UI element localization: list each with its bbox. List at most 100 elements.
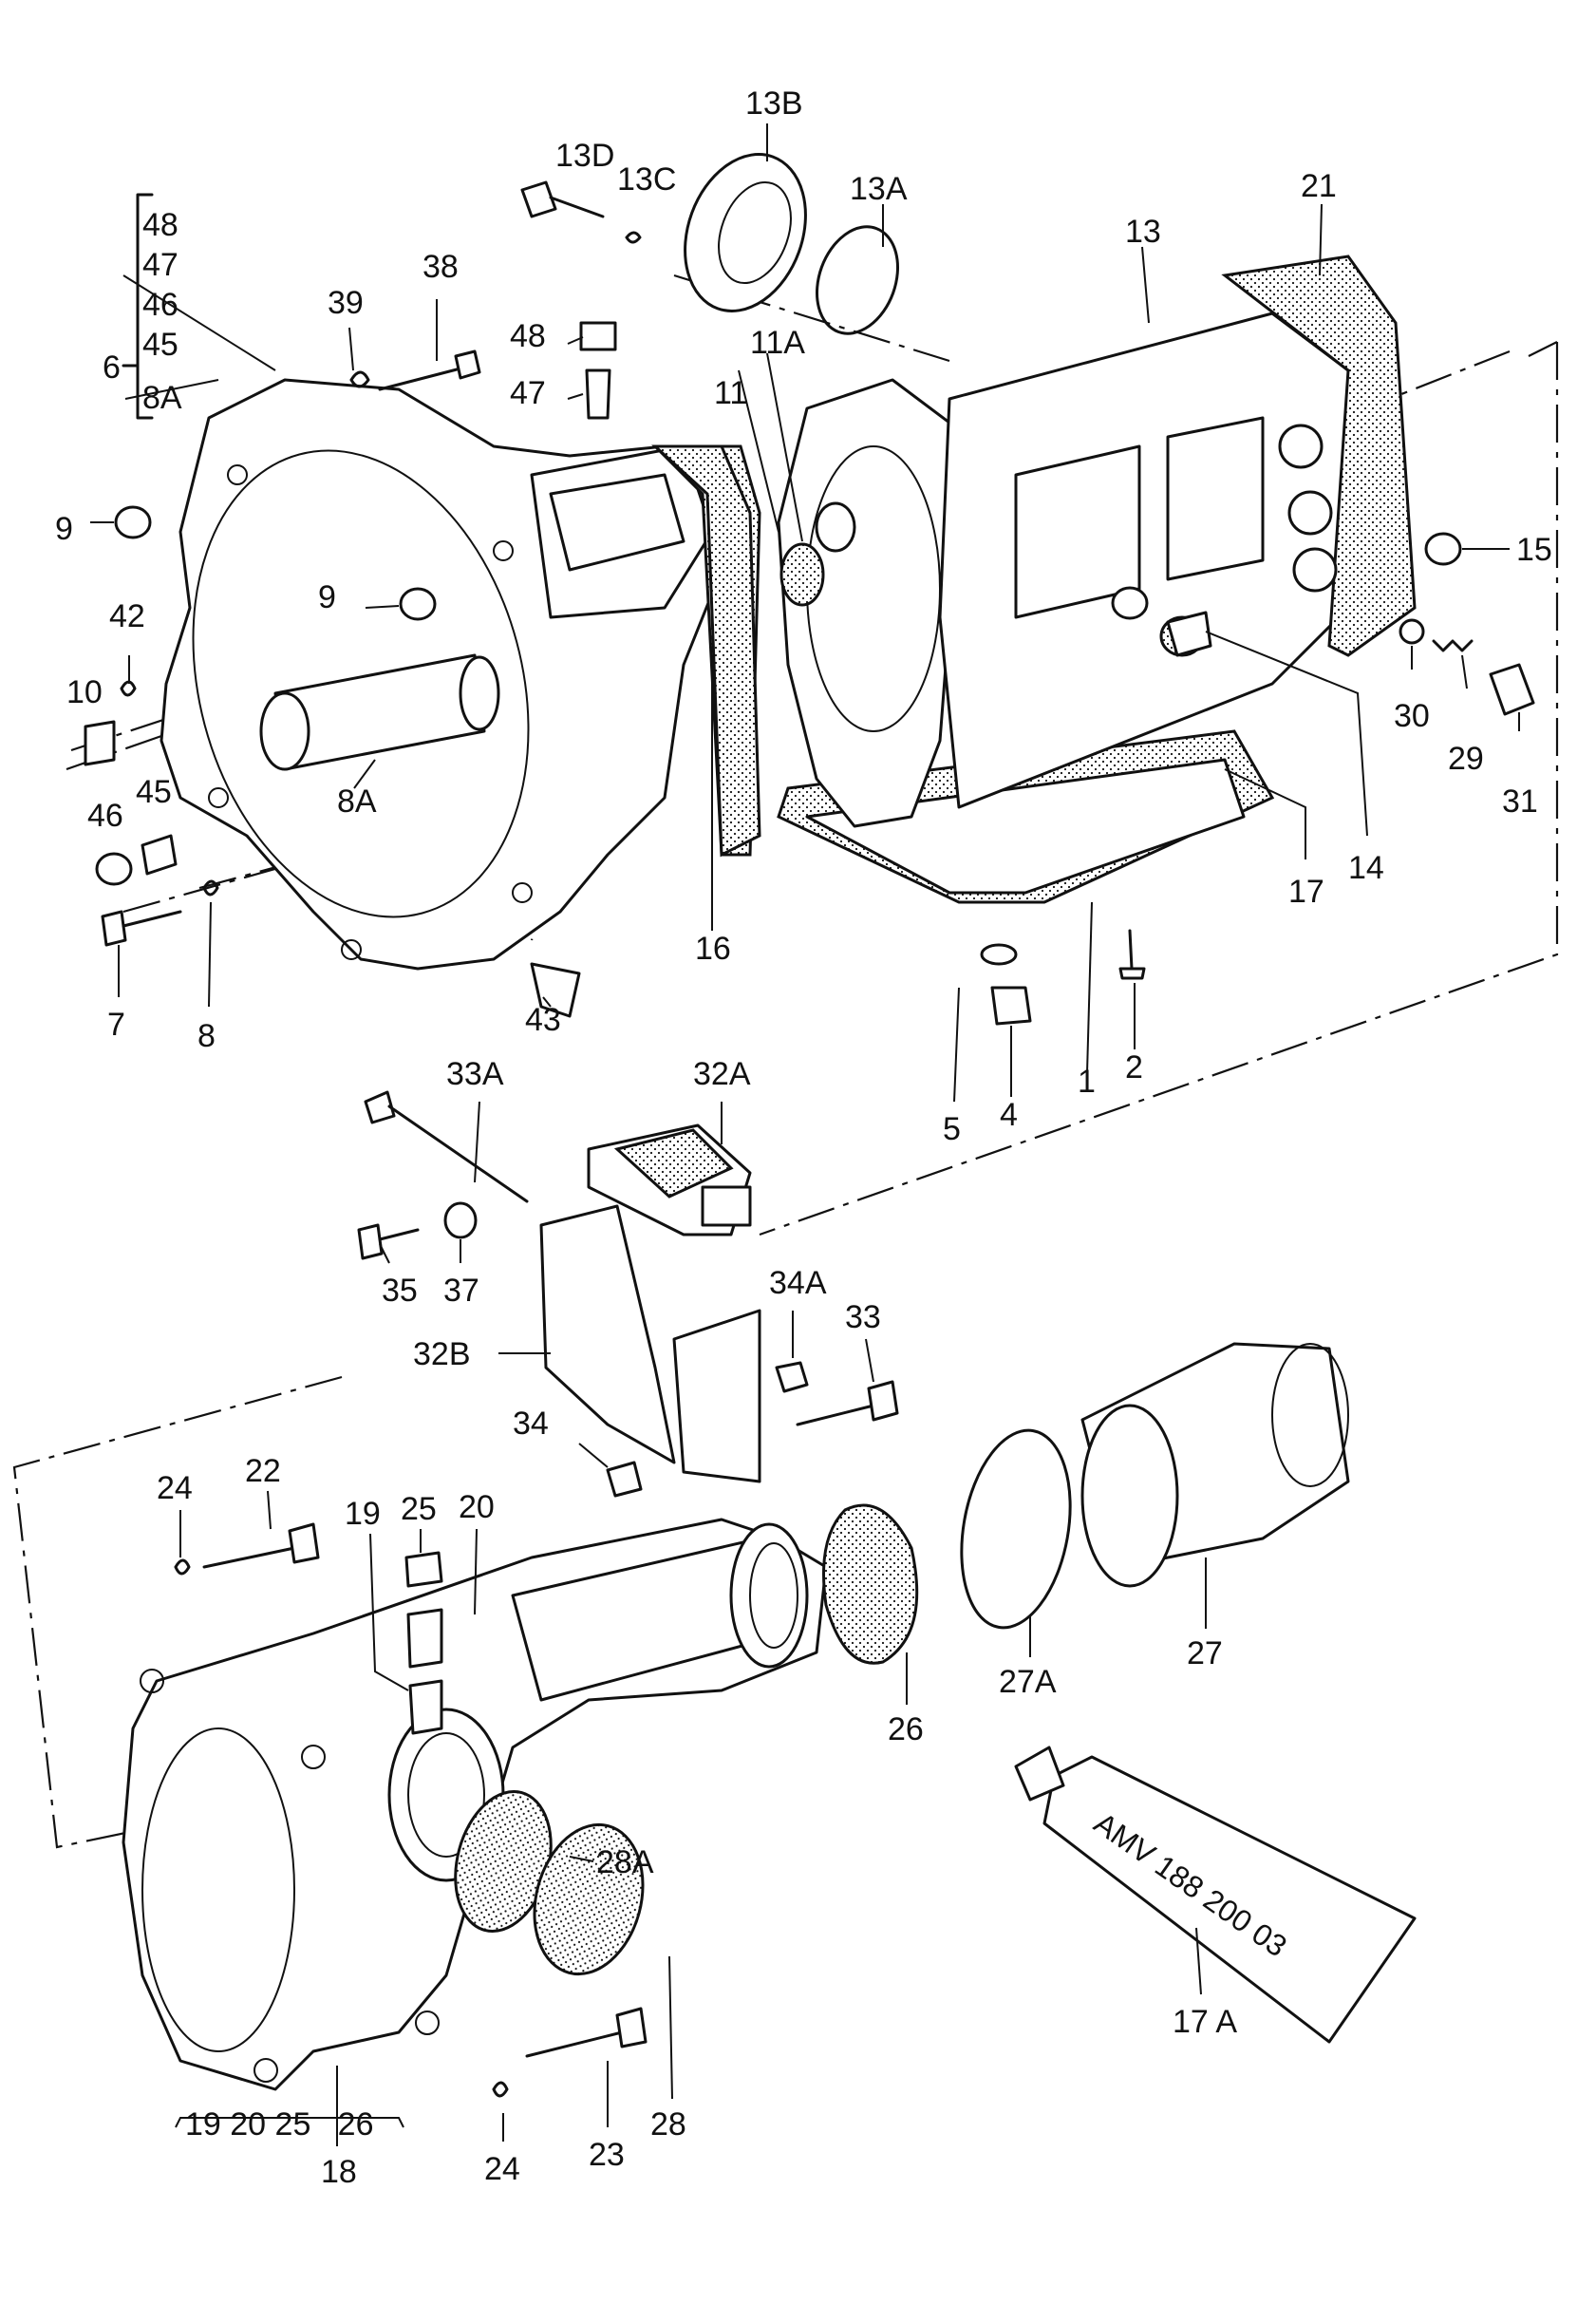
- label-19: 19: [345, 1496, 381, 1532]
- label-46a: 46: [142, 287, 178, 323]
- label-9-left: 9: [55, 511, 73, 547]
- label-33A: 33A: [446, 1056, 504, 1092]
- bolt-35: [357, 1223, 420, 1260]
- label-21: 21: [1301, 168, 1337, 204]
- cap-48: [579, 321, 617, 351]
- plug-25: [404, 1551, 443, 1588]
- label-47b: 47: [510, 375, 546, 411]
- label-10: 10: [66, 674, 103, 710]
- label-48a: 48: [142, 207, 178, 243]
- gasket-16: [651, 444, 761, 858]
- label-13A: 13A: [850, 171, 908, 207]
- label-15: 15: [1516, 532, 1552, 568]
- plug-20: [406, 1608, 443, 1669]
- label-43: 43: [525, 1002, 561, 1038]
- plug-15: [1424, 532, 1462, 566]
- label-48b: 48: [510, 318, 546, 354]
- label-18-group: 19 20 25 26: [185, 2106, 374, 2143]
- label-46b: 46: [87, 798, 123, 834]
- label-27A: 27A: [999, 1664, 1057, 1700]
- clip-24-upper: [174, 1558, 191, 1576]
- label-7: 7: [107, 1007, 125, 1043]
- o-ring-5: [980, 943, 1018, 966]
- label-47a: 47: [142, 247, 178, 283]
- plug-10: [84, 720, 116, 766]
- label-16: 16: [695, 931, 731, 967]
- sealant-tube-17A: AMV 188 200 03: [1014, 1746, 1417, 2044]
- label-13: 13: [1125, 214, 1161, 250]
- label-13C: 13C: [617, 161, 676, 198]
- clip-39: [349, 370, 370, 388]
- spring-29: [1432, 639, 1474, 652]
- bolt-22: [202, 1522, 320, 1569]
- label-28A: 28A: [596, 1844, 654, 1880]
- label-8: 8: [197, 1018, 216, 1054]
- label-6: 6: [103, 349, 121, 386]
- clip-24-lower: [492, 2081, 509, 2098]
- label-23: 23: [589, 2137, 625, 2173]
- label-9-inner: 9: [318, 579, 336, 615]
- label-31: 31: [1502, 783, 1538, 820]
- label-45a: 45: [142, 327, 178, 363]
- group-6-bracket: [122, 193, 154, 420]
- label-5: 5: [943, 1111, 961, 1147]
- plug-9-left: [114, 505, 152, 539]
- label-26: 26: [888, 1711, 924, 1747]
- bolt-23: [525, 2007, 648, 2058]
- label-11: 11: [714, 375, 747, 411]
- label-45b: 45: [136, 774, 172, 810]
- label-17: 17: [1288, 874, 1324, 910]
- leader-lines: [90, 123, 1520, 2146]
- label-32A: 32A: [693, 1056, 751, 1092]
- label-32B: 32B: [413, 1336, 471, 1372]
- label-28: 28: [650, 2106, 686, 2143]
- label-38: 38: [422, 249, 459, 285]
- label-25: 25: [401, 1491, 437, 1527]
- clip-42: [120, 680, 137, 697]
- washer-13C: [625, 231, 642, 244]
- bolt-33A: [364, 1090, 529, 1203]
- plug-47: [585, 368, 611, 420]
- label-13B: 13B: [745, 85, 803, 122]
- label-14: 14: [1348, 850, 1384, 886]
- label-39: 39: [328, 285, 364, 321]
- label-8A-mid: 8A: [337, 783, 377, 820]
- bolt-2: [1118, 929, 1146, 980]
- label-2: 2: [1125, 1049, 1143, 1085]
- plug-9-inner: [399, 587, 437, 621]
- plug-14: [1166, 611, 1212, 657]
- label-11A: 11A: [750, 325, 805, 361]
- bolt-13D: [520, 180, 605, 218]
- label-34: 34: [513, 1406, 549, 1442]
- callout-labels: 48 47 46 45 6 8A 39 38 13D 13C 13B 13A 1…: [55, 85, 1552, 2190]
- label-27: 27: [1187, 1635, 1223, 1671]
- bracket-32B: [539, 1204, 761, 1483]
- clamp-27A: [960, 1428, 1072, 1630]
- plug-4: [990, 986, 1032, 1026]
- label-35: 35: [382, 1273, 418, 1309]
- seal-26: [822, 1503, 919, 1665]
- switch-43: [530, 962, 581, 1018]
- bolt-7: [101, 910, 182, 947]
- plug-19: [408, 1679, 443, 1735]
- label-8A-top: 8A: [142, 380, 182, 416]
- label-34A: 34A: [769, 1265, 827, 1301]
- stud-45: [141, 834, 178, 876]
- label-30: 30: [1394, 698, 1430, 734]
- bell-housing: [160, 378, 761, 971]
- cap-46: [95, 852, 133, 886]
- label-20: 20: [459, 1489, 495, 1525]
- o-ring-13A: [815, 225, 900, 335]
- label-42: 42: [109, 598, 145, 634]
- nut-34A: [775, 1361, 809, 1393]
- label-18: 18: [321, 2154, 357, 2190]
- clip-8: [202, 879, 219, 897]
- label-33: 33: [845, 1299, 881, 1335]
- label-22: 22: [245, 1453, 281, 1489]
- ball-30: [1399, 618, 1425, 645]
- label-24-lower: 24: [484, 2151, 520, 2187]
- label-17A: 17 A: [1173, 2004, 1237, 2040]
- seal-flange-13B: [684, 153, 807, 312]
- boot-27: [1080, 1342, 1350, 1588]
